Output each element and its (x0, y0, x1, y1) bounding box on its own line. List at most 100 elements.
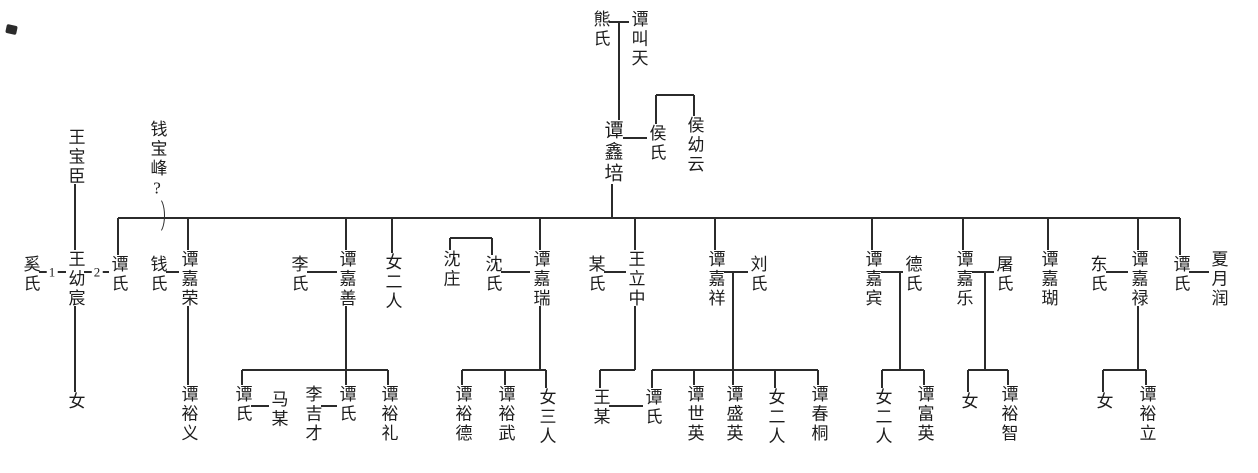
person-tu-shi: 屠氏 (993, 255, 1013, 294)
person-wang-youchen: 王幼宸 (65, 250, 85, 309)
connector-horizontal (251, 405, 269, 407)
connector-horizontal (623, 137, 647, 139)
connector-vertical (967, 370, 969, 392)
marker-wife-order-2: 2 (91, 264, 103, 280)
connector-horizontal (307, 271, 337, 273)
person-nu-sanren: 女三人 (536, 388, 556, 447)
person-tan-fuying: 谭富英 (914, 385, 934, 444)
connector-vertical (545, 370, 547, 388)
connector-vertical (345, 306, 347, 385)
person-tan-shi-wang: 谭氏 (108, 255, 128, 294)
connector-horizontal (242, 369, 388, 371)
person-tan-chuntong: 谭春桐 (808, 385, 828, 444)
connector-horizontal (1106, 271, 1128, 273)
person-liu-shi: 刘氏 (747, 255, 767, 294)
connector-horizontal (724, 271, 748, 273)
connector-horizontal (501, 271, 530, 273)
person-tan-yuwu: 谭裕武 (495, 385, 515, 444)
person-tan-jialu: 谭嘉禄 (1128, 250, 1148, 309)
connector-vertical (391, 218, 393, 253)
connector-vertical (539, 306, 541, 370)
connector-vertical (187, 218, 189, 250)
person-mou-shi: 某氏 (585, 255, 605, 294)
connector-vertical (599, 370, 601, 388)
person-qian-shi: 钱氏 (147, 255, 167, 294)
connector-curve (150, 197, 165, 234)
connector-horizontal (166, 271, 179, 273)
connector-horizontal (1189, 271, 1209, 273)
person-wang-baochen: 王宝臣 (65, 128, 85, 187)
connector-vertical (1137, 306, 1139, 370)
person-tan-shiying: 谭世英 (684, 385, 704, 444)
connector-vertical (1047, 218, 1049, 250)
connector-horizontal (118, 217, 1180, 219)
scan-artifact (5, 23, 18, 36)
person-tan-shi-li: 谭氏 (336, 385, 356, 424)
connector-vertical (732, 272, 734, 385)
person-tan-yude: 谭裕德 (452, 385, 472, 444)
person-li-shi: 李氏 (288, 255, 308, 294)
connector-horizontal (321, 405, 337, 407)
connector-vertical (1179, 218, 1181, 255)
person-xi-shi: 奚氏 (20, 255, 40, 294)
connector-vertical (74, 184, 76, 250)
connector-vertical (651, 370, 653, 388)
connector-horizontal (1103, 369, 1146, 371)
person-tan-yuzhi: 谭裕智 (998, 385, 1018, 444)
connector-horizontal (656, 94, 694, 96)
connector-vertical (693, 95, 695, 116)
person-wang-lizhong: 王立中 (625, 250, 645, 309)
connector-horizontal (652, 369, 818, 371)
person-tan-jiarong: 谭嘉荣 (178, 250, 198, 309)
connector-vertical (655, 95, 657, 124)
person-tan-yuli: 谭裕礼 (378, 385, 398, 444)
person-hou-youyun: 侯幼云 (684, 116, 704, 175)
person-nu-jiale: 女 (958, 392, 978, 412)
person-tan-shi-wangmou: 谭氏 (642, 388, 662, 427)
connector-vertical (1145, 370, 1147, 385)
person-tan-shi-ma: 谭氏 (232, 385, 252, 424)
connector-vertical (345, 218, 347, 250)
person-nu-erren-c: 女二人 (872, 388, 892, 447)
connector-vertical (817, 370, 819, 385)
connector-vertical (984, 272, 986, 370)
connector-vertical (1102, 370, 1104, 392)
person-tan-yuli-2: 谭裕立 (1136, 385, 1156, 444)
person-qian-baofeng: 钱宝峰? (147, 120, 167, 200)
person-tan-jiaotian: 谭叫天 (628, 10, 648, 69)
person-tan-jiabin: 谭嘉宾 (862, 250, 882, 309)
person-hou-shi: 侯氏 (646, 124, 666, 163)
person-de-shi: 德氏 (902, 255, 922, 294)
connector-horizontal (600, 369, 635, 371)
person-nu-erren-b: 女二人 (765, 388, 785, 447)
person-tan-jiahu: 谭嘉瑚 (1038, 250, 1058, 309)
connector-vertical (491, 238, 493, 255)
connector-vertical (634, 218, 636, 250)
connector-vertical (387, 370, 389, 385)
connector-vertical (774, 370, 776, 388)
person-ma-mou: 马某 (268, 390, 288, 429)
person-xia-yuerun: 夏月润 (1208, 250, 1228, 309)
connector-horizontal (968, 369, 1008, 371)
person-tan-jiaxiang: 谭嘉祥 (705, 250, 725, 309)
marker-wife-order-1: 1 (46, 264, 58, 280)
person-tan-shi-xia: 谭氏 (1170, 255, 1190, 294)
person-tan-jiale: 谭嘉乐 (953, 250, 973, 309)
person-dong-shi: 东氏 (1087, 255, 1107, 294)
connector-vertical (611, 184, 613, 218)
connector-horizontal (604, 271, 626, 273)
person-tan-jiarui: 谭嘉瑞 (530, 250, 550, 309)
connector-vertical (461, 370, 463, 385)
connector-vertical (923, 370, 925, 385)
connector-vertical (539, 218, 541, 250)
person-li-jicai: 李吉才 (302, 385, 322, 444)
person-tan-yuyi: 谭裕义 (178, 385, 198, 444)
connector-vertical (241, 370, 243, 385)
connector-vertical (449, 238, 451, 250)
connector-vertical (117, 218, 119, 255)
person-xiong-shi: 熊氏 (590, 10, 610, 49)
connector-vertical (1007, 370, 1009, 385)
connector-horizontal (450, 237, 492, 239)
person-nu-jialu: 女 (1093, 392, 1113, 412)
